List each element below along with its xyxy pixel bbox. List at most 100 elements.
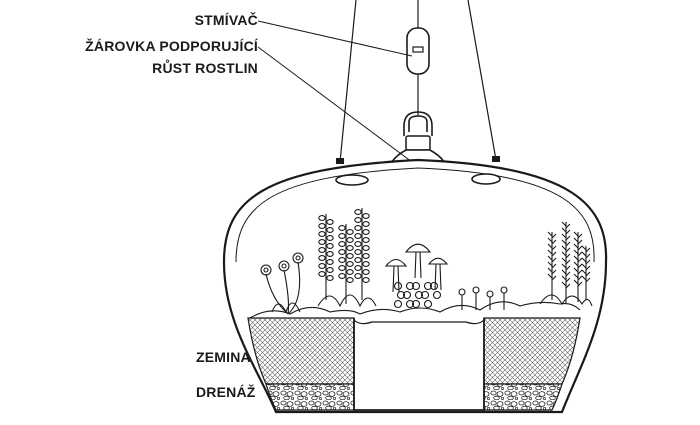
- left-leaves: [271, 302, 301, 314]
- stalk-a-bud: [326, 259, 334, 265]
- plants-illustration: [249, 208, 593, 319]
- mushroom-stem: [414, 251, 422, 279]
- spike-c-spike: [573, 261, 583, 269]
- stalk-c-bud: [354, 209, 362, 215]
- right-cord-clip: [492, 156, 500, 162]
- stalk-a-bud: [318, 239, 326, 245]
- stalk-c-bud: [362, 253, 370, 259]
- spike-b-spike: [561, 227, 571, 235]
- clover-leaf: [411, 281, 421, 291]
- spike-b-spike: [561, 275, 571, 283]
- spike-a-spike: [547, 243, 557, 251]
- mushroom-cap: [404, 243, 432, 253]
- bowl-rim-inner: [235, 167, 595, 263]
- stalk-b-bud: [338, 233, 346, 239]
- flower-center: [263, 267, 269, 273]
- drainage-right: [483, 383, 563, 411]
- stalk-c-bud: [354, 233, 362, 239]
- spike-c-spike: [573, 255, 583, 263]
- stalk-b-bud: [346, 237, 354, 243]
- clover-leaf: [405, 281, 415, 291]
- stalk-c-bud: [354, 225, 362, 231]
- dimmer-pointer: [257, 20, 413, 57]
- mushroom-cap: [384, 258, 408, 267]
- spike-c-spike: [573, 249, 583, 257]
- right-cord: [467, 0, 497, 161]
- stalk-c-bud: [354, 273, 362, 279]
- flower-stem: [287, 261, 301, 315]
- mushroom-stem: [434, 263, 442, 291]
- spike-a-spike: [547, 231, 557, 239]
- stalk-a-bud: [326, 219, 334, 225]
- soil-label: ZEMINA: [196, 349, 251, 365]
- stalk-a-bud: [318, 231, 326, 237]
- spike-d-spike: [581, 251, 591, 259]
- spike-d-spike: [581, 275, 591, 283]
- stalk-c-bud: [354, 249, 362, 255]
- stalk-c-bud: [362, 229, 370, 235]
- stalk-b-bud: [346, 253, 354, 259]
- stalk-c-bud: [354, 241, 362, 247]
- stalk-b-bud: [338, 257, 346, 263]
- flower-stem: [283, 269, 290, 315]
- spike-d-spike: [581, 245, 591, 253]
- center-cavity: [353, 318, 485, 411]
- spike-b-spike: [561, 263, 571, 271]
- bulb-label-line2: RŮST ROSTLIN: [152, 60, 258, 76]
- clover-leaf: [411, 299, 421, 309]
- soil-left: [247, 317, 355, 385]
- stalk-a-bud: [326, 267, 334, 273]
- stalk-a-bud: [318, 255, 326, 261]
- stalk-c-bud: [354, 217, 362, 223]
- spike-c-spike: [573, 237, 583, 245]
- stalk-c-bud: [362, 237, 370, 243]
- clover-leaf: [414, 290, 424, 300]
- clover-leaf: [420, 290, 430, 300]
- stalk-b-bud: [346, 245, 354, 251]
- flower-head: [260, 264, 272, 276]
- stalk-base-leaves: [317, 294, 377, 308]
- spike-base-leaves: [539, 294, 593, 307]
- spike-c-spike: [573, 243, 583, 251]
- label-pointers: [257, 20, 413, 163]
- clover-leaf: [405, 299, 415, 309]
- spike-b-spike: [561, 239, 571, 247]
- spike-d-spike: [581, 257, 591, 265]
- stalk-a-bud: [326, 251, 334, 257]
- spike-a-spike: [547, 273, 557, 281]
- stalk-b-bud: [338, 241, 346, 247]
- stalk-c-bud: [362, 221, 370, 227]
- stalk-c-bud: [354, 265, 362, 271]
- spike-c-spike: [573, 273, 583, 281]
- stalk-c-bud: [362, 261, 370, 267]
- right-vent: [471, 173, 501, 185]
- flower-center: [295, 255, 301, 261]
- stalk-a-bud: [326, 227, 334, 233]
- stalk-b-bud: [346, 261, 354, 267]
- drainage-label: DRENÁŽ: [196, 384, 256, 400]
- stalk-c-bud: [362, 213, 370, 219]
- clover-leaf: [402, 290, 412, 300]
- flower-center: [281, 263, 287, 269]
- stalk-a-bud: [318, 247, 326, 253]
- bulb-pointer: [257, 46, 413, 163]
- stalk-a-bud: [318, 223, 326, 229]
- spike-b-spike: [561, 233, 571, 241]
- flower-head: [292, 252, 304, 264]
- spike-a-spike: [547, 249, 557, 257]
- stalk-a-bud: [318, 263, 326, 269]
- spike-d-spike: [581, 269, 591, 277]
- stalk-b-bud: [338, 273, 346, 279]
- stalk-b-bud: [346, 229, 354, 235]
- stalk-a-bud: [326, 275, 334, 281]
- stalk-c-bud: [354, 257, 362, 263]
- stalk-b-bud: [346, 269, 354, 275]
- dimmer-switch-icon: [406, 27, 430, 75]
- stalk-b-bud: [346, 277, 354, 283]
- clover-leaf: [429, 281, 439, 291]
- soil-right: [483, 317, 581, 385]
- flower-head: [278, 260, 290, 272]
- clover-leaf: [393, 281, 403, 291]
- mushroom-stem: [392, 265, 400, 293]
- spike-a-spike: [547, 261, 557, 269]
